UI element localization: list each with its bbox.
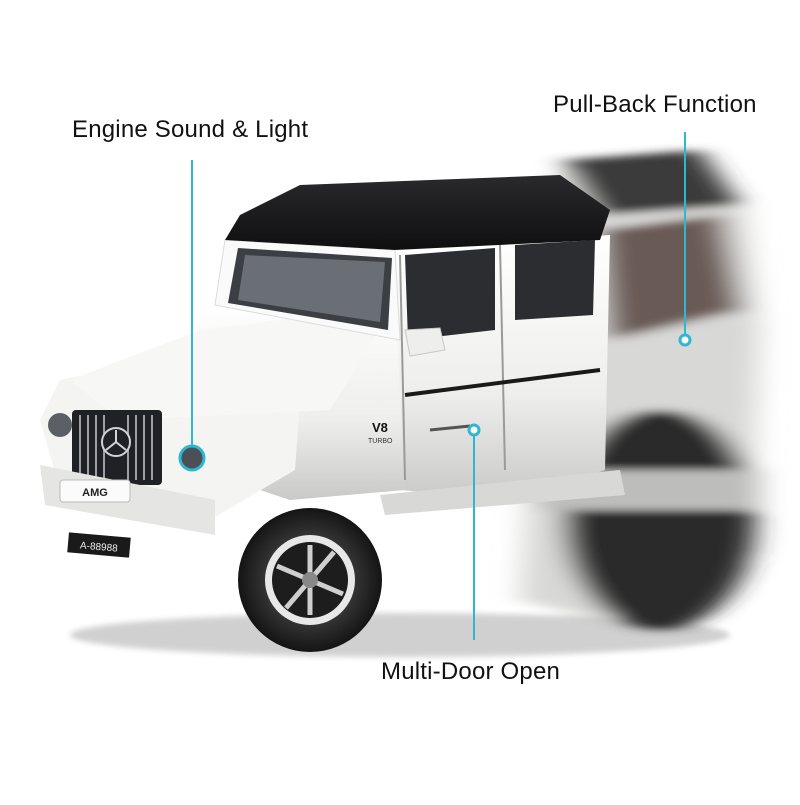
callout-engine-sound-light: Engine Sound & Light [72,116,309,143]
pullback-callout-dot [678,333,692,347]
suv-body: AMG A-88988 V8 TURBO [40,175,625,652]
door-callout-dot [467,423,481,437]
v8-badge: V8 [372,420,388,435]
callout-multi-door-open: Multi-Door Open [381,658,561,685]
headlight-callout-dot [178,444,206,472]
callout-lines [191,132,692,640]
license-plate: A-88988 [79,540,118,554]
turbo-badge: TURBO [368,438,393,445]
amg-badge: AMG [82,487,108,499]
callout-pull-back-function: Pull-Back Function [553,91,757,118]
ground-shadow [70,613,730,657]
